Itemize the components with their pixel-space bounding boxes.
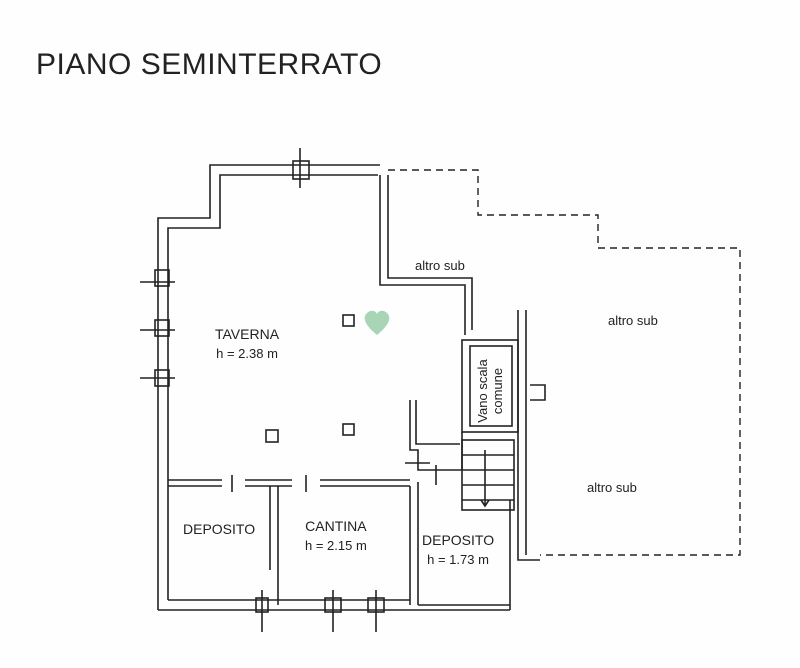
room-taverna: TAVERNA h = 2.38 m (215, 325, 279, 363)
room-vano-scala: Vano scala comune (475, 347, 505, 435)
room-deposito-left: DEPOSITO (183, 520, 255, 539)
room-deposito-right: DEPOSITO h = 1.73 m (422, 531, 494, 569)
room-name: DEPOSITO (422, 532, 495, 548)
altro-sub-3: altro sub (587, 480, 637, 495)
room-cantina: CANTINA h = 2.15 m (305, 517, 367, 555)
altro-sub-2: altro sub (608, 313, 658, 328)
room-name: DEPOSITO (183, 521, 256, 537)
altro-sub-outline (388, 169, 741, 556)
room-name: Vano scala (475, 359, 490, 423)
room-name-2: comune (490, 367, 505, 415)
room-name: TAVERNA (215, 326, 280, 342)
room-name: CANTINA (305, 518, 367, 534)
room-height: h = 2.38 m (216, 346, 278, 361)
plan-title: PIANO SEMINTERRATO (36, 48, 383, 81)
altro-sub-1: altro sub (415, 258, 465, 273)
room-height: h = 1.73 m (427, 552, 489, 567)
heart-icon (364, 310, 390, 335)
room-height: h = 2.15 m (305, 538, 367, 553)
walls (140, 148, 546, 632)
